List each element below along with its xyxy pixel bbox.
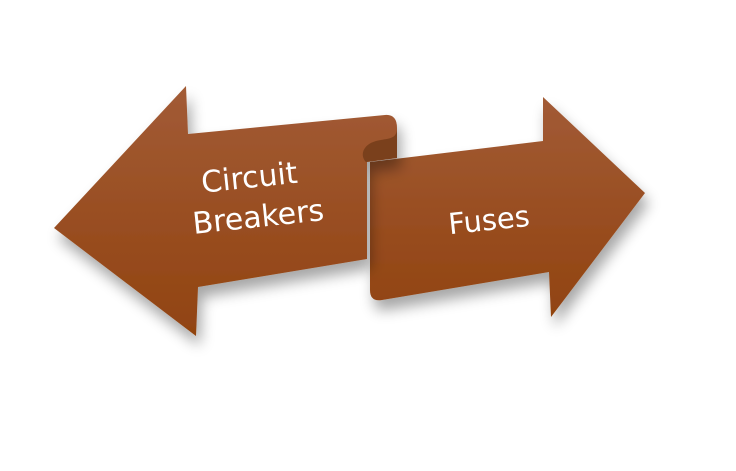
label-line-fuses: Fuses: [447, 199, 532, 241]
left-arrow: Circuit Breakers: [54, 86, 397, 336]
right-arrow-label: Fuses: [447, 199, 532, 241]
fold-curl: [362, 128, 397, 162]
left-arrow-shape: [54, 86, 397, 336]
right-arrow: Fuses: [370, 97, 645, 317]
right-arrow-shape: [370, 97, 645, 317]
